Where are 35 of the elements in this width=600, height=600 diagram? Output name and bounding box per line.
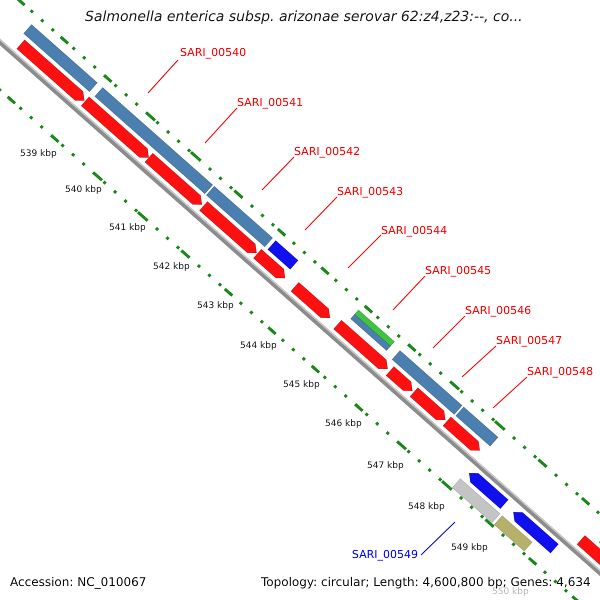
scale-label: 548 kbp	[408, 503, 445, 512]
gene-label: SARI_00542	[294, 146, 360, 157]
leader-line	[148, 60, 178, 94]
scale-label: 543 kbp	[197, 302, 234, 311]
gene-label: SARI_00548	[527, 366, 594, 377]
gene-label: SARI_00547	[496, 335, 562, 346]
leader-line	[462, 346, 496, 378]
scale-label: 539 kbp	[20, 150, 57, 159]
scale-label: 549 kbp	[451, 544, 488, 553]
leader-line	[420, 522, 456, 556]
leader-line	[492, 376, 528, 408]
gene-label: SARI_00540	[180, 47, 246, 58]
scale-label: 540 kbp	[65, 186, 102, 195]
leader-line	[432, 316, 466, 348]
scale-label: 541 kbp	[109, 224, 146, 233]
genome-info-text: Topology: circular; Length: 4,600,800 bp; Genes: 4,634	[261, 576, 591, 588]
scale-label: 547 kbp	[367, 462, 404, 471]
leader-line	[204, 108, 238, 144]
scale-label: 545 kbp	[283, 381, 320, 390]
scale-label: 542 kbp	[153, 263, 190, 272]
scale-label: 544 kbp	[240, 342, 277, 351]
leader-line	[392, 276, 426, 310]
map-title: Salmonella enterica subsp. arizonae serovar 62:z4,z23:--, co...	[85, 10, 523, 24]
accession-text: Accession: NC_010067	[10, 576, 146, 588]
leader-line	[348, 234, 382, 268]
leader-line	[304, 196, 338, 230]
gene-label: SARI_00541	[237, 97, 304, 108]
gene-label: SARI_00543	[337, 186, 404, 197]
scale-label: 550 kbp	[492, 588, 529, 597]
gene-label: SARI_00549	[352, 549, 418, 560]
scale-label: 546 kbp	[325, 420, 362, 429]
gene-label: SARI_00545	[425, 265, 492, 276]
leader-line	[262, 156, 294, 190]
gene-label: SARI_00546	[465, 305, 532, 316]
gene-label: SARI_00544	[381, 225, 448, 236]
